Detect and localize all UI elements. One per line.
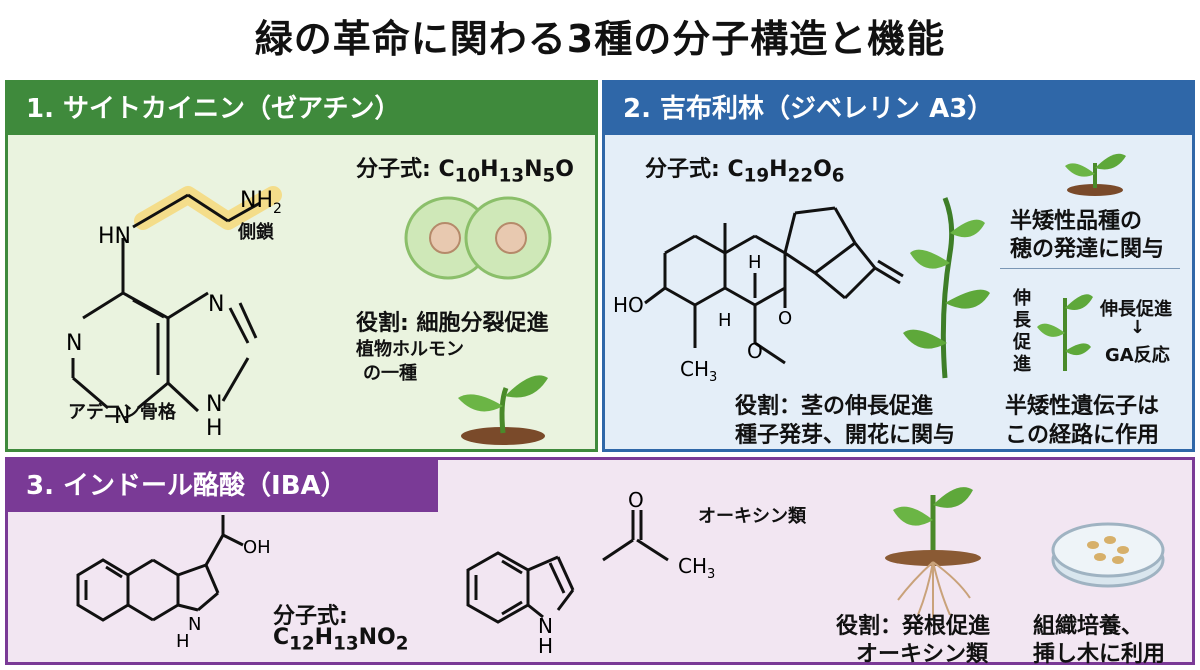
iba-role-line2: オーキシン類 <box>856 642 989 667</box>
cytokinin-role: 役割: 細胞分裂促進 <box>356 311 549 336</box>
pathway-label-bottom: GA反応 <box>1105 345 1170 366</box>
petri-dish-illustration <box>1051 522 1165 588</box>
side-chain-label: 側鎖 <box>238 222 274 243</box>
iba-role: 役割：発根促進 <box>836 614 991 639</box>
atom-n: N <box>188 614 201 635</box>
iba-use-line2: 挿し木に利用 <box>1033 642 1166 667</box>
cytokinin-role-line3: の一種 <box>363 363 417 384</box>
atom-h-lower: H <box>718 310 732 331</box>
atom-h: H <box>538 634 553 655</box>
adenine-skeleton-label: アデニン骨格 <box>68 402 176 423</box>
iba-structure-right: O CH3 N H <box>466 488 715 655</box>
atom-n: N <box>538 614 553 638</box>
gibberellin-structure: HO CH3 H H O O <box>613 206 904 385</box>
auxin-label: オーキシン類 <box>698 506 806 527</box>
gibberellin-role: 役割：茎の伸長促進 <box>735 394 934 419</box>
atom-o-carboxyl: O <box>213 515 227 518</box>
atom-ho: HO <box>613 293 644 317</box>
pathway-label-top: 伸長促進 <box>1100 299 1172 320</box>
growing-plant-illustration <box>903 197 990 379</box>
atom-h-nh: H <box>206 416 223 441</box>
semi-dwarf-note: 半矮性品種の <box>1010 209 1143 234</box>
atom-n-top: N <box>208 292 224 317</box>
atom-n-nh: N <box>206 392 222 417</box>
atom-o-ring: O <box>778 308 792 329</box>
panel-gibberellin-header: 2. 吉布利林（ジベレリン A3） <box>605 83 1192 135</box>
page-title: 緑の革命に関わる3種の分子構造と機能 <box>254 17 946 61</box>
pathway-arrow: ↓ <box>1130 317 1146 338</box>
panel-iba-header: 3. インドール酪酸（IBA） <box>8 460 438 512</box>
atom-o-ketone: O <box>628 488 644 512</box>
iba-formula: C12H13NO2 <box>273 625 409 655</box>
atom-h: H <box>176 631 190 652</box>
sprout-icon <box>1065 153 1126 196</box>
semi-dwarf-gene-note: 半矮性遺伝子は <box>1005 394 1160 419</box>
gibberellin-role-line2: 種子発芽、開花に関与 <box>735 423 956 448</box>
iba-use: 組織培養、 <box>1033 614 1144 639</box>
atom-ch3: CH3 <box>680 357 717 385</box>
iba-formula-label: 分子式: <box>273 604 348 629</box>
semi-dwarf-gene-note-line2: この経路に作用 <box>1005 423 1160 448</box>
dividing-cell-illustration <box>404 196 552 280</box>
atom-h-upper: H <box>748 252 762 273</box>
cytokinin-role-line2: 植物ホルモン <box>356 339 464 360</box>
atom-n-left: N <box>66 331 82 356</box>
panel-cytokinin-header: 1. サイトカイニン（ゼアチン） <box>8 83 595 135</box>
atom-n-bottom: N <box>114 404 130 429</box>
elongation-vertical-label: 伸長促進 <box>1013 288 1031 375</box>
zeatin-structure: HN NH2 N N N N H <box>66 186 282 441</box>
zeatin-formula: 分子式: C10H13N5O <box>356 157 574 187</box>
atom-oh: OH <box>243 537 271 558</box>
panel-iba: 3. インドール酪酸（IBA） O OH N H 分子式: C12H13NO2 <box>5 457 1195 667</box>
plant-pathway-icon <box>1037 294 1093 371</box>
rooting-plant-illustration <box>885 487 981 618</box>
atom-nh2: NH2 <box>240 188 282 217</box>
semi-dwarf-note-line2: 穂の発達に関与 <box>1010 237 1165 262</box>
gibberellin-formula: 分子式: C19H22O6 <box>645 157 845 187</box>
panel-gibberellin: 2. 吉布利林（ジベレリン A3） 分子式: C19H22O6 <box>602 80 1195 452</box>
atom-ch3: CH3 <box>678 554 715 582</box>
atom-o-methoxy: O <box>747 339 763 363</box>
seedling-icon <box>458 375 548 445</box>
divider <box>1000 268 1180 269</box>
panel-cytokinin: 1. サイトカイニン（ゼアチン） <box>5 80 598 452</box>
atom-hn: HN <box>98 224 131 249</box>
iba-structure-left: O OH N H <box>76 515 271 652</box>
